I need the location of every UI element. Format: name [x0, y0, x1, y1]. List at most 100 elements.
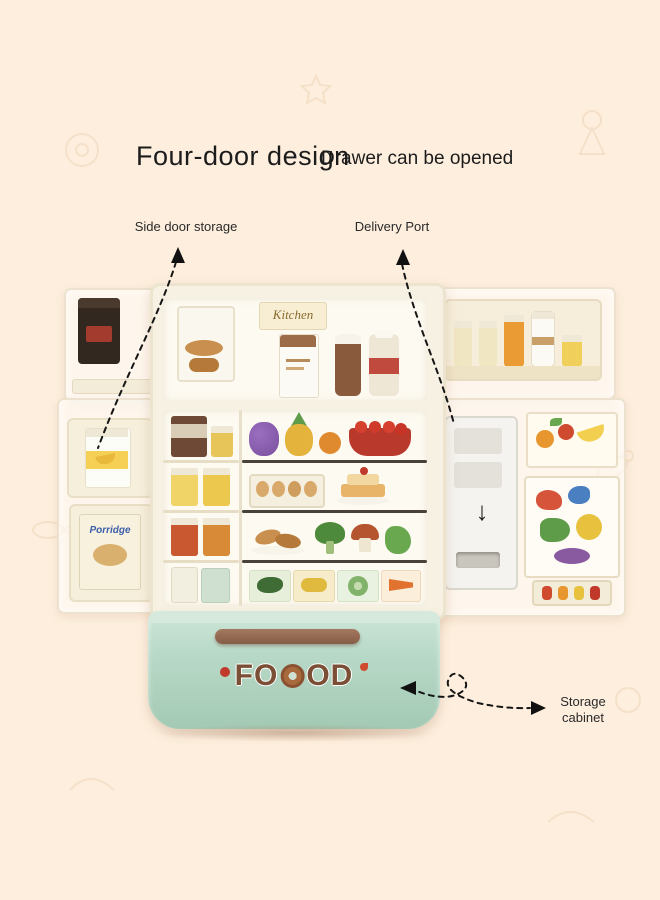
side-door-compartment-top — [67, 418, 153, 498]
jam-jar — [203, 518, 230, 556]
veg-card-carrot — [381, 570, 421, 602]
storage-cabinet-label: Storage cabinet — [560, 694, 606, 726]
porridge-label: Porridge — [89, 525, 131, 536]
delivery-port-device: ↓ — [444, 416, 518, 590]
greens-icon — [385, 526, 411, 554]
berry-bowl — [349, 421, 411, 456]
lower-right-door: ↓ — [432, 398, 626, 617]
clear-bottle — [479, 321, 497, 367]
side-door-label: Side door storage — [134, 219, 238, 234]
down-arrow-icon: ↓ — [475, 496, 489, 526]
tray-item-orange — [558, 586, 568, 600]
veg-card-leafy — [249, 570, 291, 602]
cream-bottle-cap — [375, 330, 393, 338]
clear-bottle — [454, 321, 472, 367]
logo-sparkle-icon — [360, 663, 368, 671]
porridge-box: Porridge — [79, 514, 141, 590]
leaf-icon — [550, 418, 562, 426]
carton-text-line2 — [286, 367, 304, 370]
bread-icon — [189, 358, 219, 372]
upper-left-door — [64, 288, 164, 402]
lemon-jar — [203, 468, 230, 506]
left-shelf-line — [163, 510, 239, 513]
drawer-note: Drawer can be opened — [321, 148, 514, 169]
apple-fruit-icon — [558, 424, 574, 440]
side-door-compartment-bottom: Porridge — [69, 504, 153, 602]
banana-fruit-icon — [576, 423, 608, 446]
dark-bottle-item — [78, 298, 120, 364]
rack-front-rail — [446, 366, 600, 379]
eggs-icon — [256, 481, 269, 497]
cake-layer-top — [347, 474, 379, 485]
milk-carton — [279, 334, 319, 398]
cabinet-handle — [215, 629, 360, 644]
bread-box — [177, 306, 235, 382]
donut-icon — [280, 664, 305, 688]
juice-bottle — [504, 315, 524, 367]
cake-plate — [337, 496, 389, 505]
cake-layer-bottom — [341, 484, 385, 497]
berries-icon — [355, 421, 367, 433]
plate-icon — [251, 546, 305, 555]
cake-stand — [333, 466, 393, 506]
food-logo: FO OD — [235, 659, 354, 693]
main-section — [163, 410, 427, 606]
fruit-picture-card — [526, 412, 618, 468]
carton-top-band — [280, 335, 316, 347]
bread-plate — [249, 524, 307, 556]
device-label-top — [454, 428, 502, 454]
green-canister — [201, 568, 230, 603]
grapes-icon — [249, 422, 279, 456]
kitchen-sign-text: Kitchen — [272, 307, 314, 322]
left-shelf-line — [163, 460, 239, 463]
left-shelf-line — [163, 560, 239, 563]
honey-jar — [562, 335, 582, 367]
veg-card-cabbage — [337, 570, 379, 602]
drawing-card — [524, 476, 620, 578]
drawing-blue-blob — [568, 486, 590, 504]
tray-item-red2 — [590, 586, 600, 600]
small-yellow-jar — [211, 426, 233, 457]
food-logo-suffix: OD — [306, 659, 354, 692]
tray-item-yellow — [574, 586, 584, 600]
fridge-body: Kitchen — [150, 283, 446, 621]
cream-bottle — [369, 330, 399, 396]
tray-item-red — [542, 586, 552, 600]
dark-bottle-cap — [78, 298, 120, 308]
canned-food — [171, 416, 207, 457]
drawing-green-blob — [540, 518, 570, 542]
orange-fruit-icon — [536, 430, 554, 448]
cream-bottle-label — [369, 358, 399, 374]
white-canister — [171, 567, 198, 603]
freezer-section: Kitchen — [163, 298, 427, 402]
delivery-slot — [456, 552, 500, 568]
logo-cherry-icon — [220, 667, 230, 677]
milk-bottle — [531, 311, 555, 367]
storage-cabinet: FO OD — [148, 611, 440, 729]
carton-gable — [86, 429, 128, 437]
delivery-port-label: Delivery Port — [354, 219, 430, 234]
broccoli-icon — [315, 522, 345, 554]
dark-bottle-label — [86, 326, 112, 342]
oats-image — [93, 544, 127, 566]
door-tray — [532, 580, 612, 606]
cabinet-shadow — [155, 724, 435, 742]
drawing-purple-blob — [554, 548, 590, 564]
kitchen-sign: Kitchen — [259, 302, 327, 330]
food-logo-prefix: FO — [234, 659, 279, 692]
cocoa-bottle — [335, 334, 361, 396]
lemon-jar — [171, 468, 198, 506]
jam-jar — [171, 518, 198, 556]
wire-shelf — [242, 510, 427, 513]
door-bottle-rack — [444, 299, 602, 381]
wire-shelf — [242, 460, 427, 463]
banana-band — [86, 451, 128, 469]
center-divider — [239, 410, 242, 606]
croissant-icon — [185, 340, 223, 356]
wire-shelf — [242, 560, 427, 563]
lower-left-door: Porridge — [57, 398, 162, 614]
veg-card-corn — [293, 570, 335, 602]
banana-icon — [95, 453, 117, 466]
egg-tray — [249, 474, 325, 508]
banana-milk-carton — [85, 428, 131, 488]
